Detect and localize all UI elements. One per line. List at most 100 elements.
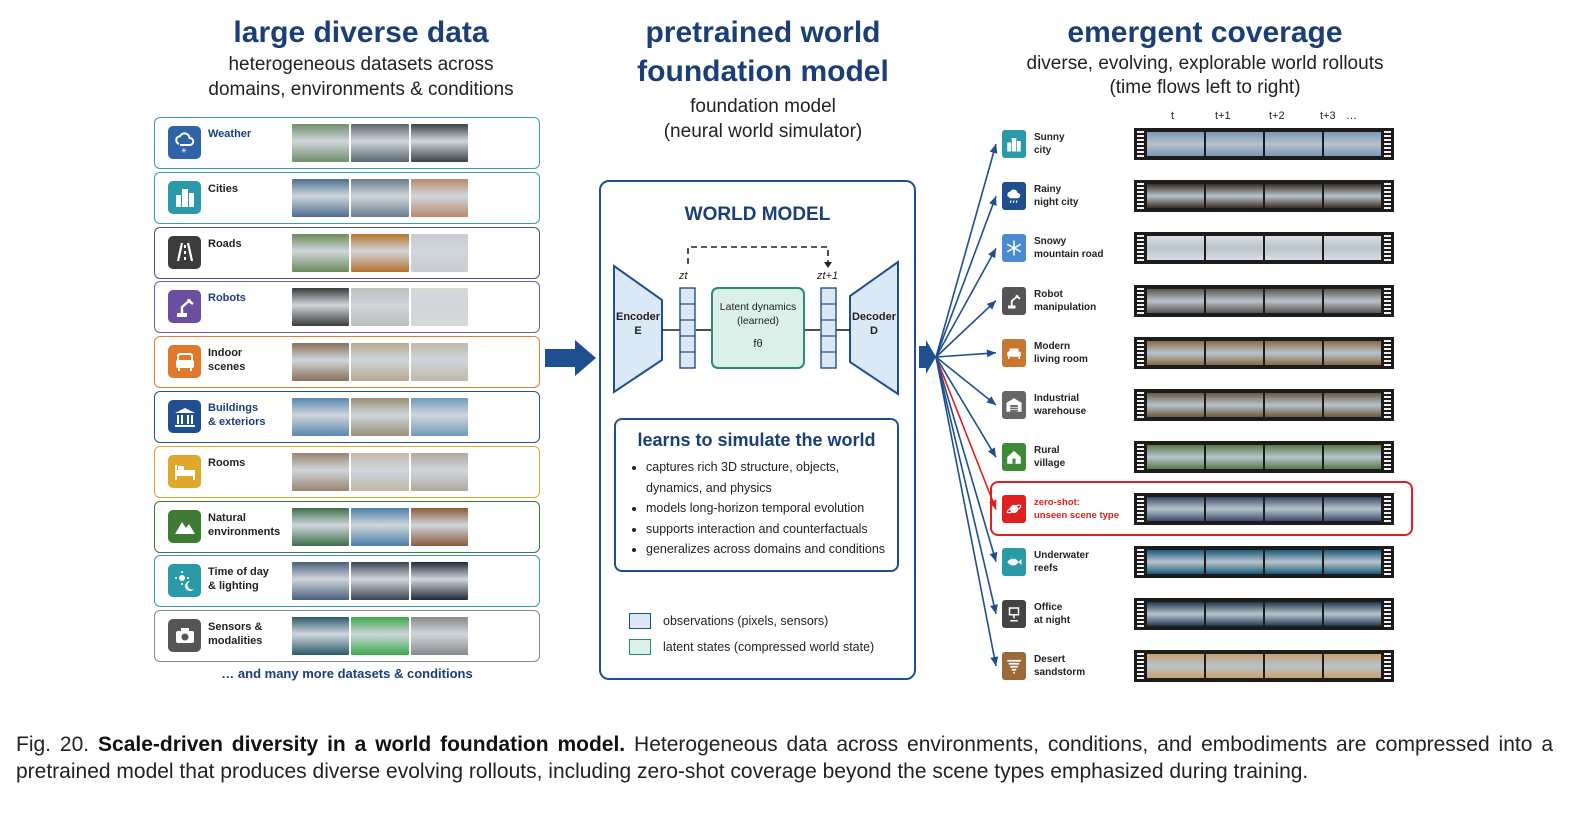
figure-caption: Fig. 20. Scale-driven diversity in a wor… [16,731,1553,785]
zero-shot-highlight [990,481,1413,536]
bed-icon [168,454,201,488]
rollout-arrowhead [986,349,996,358]
rollout-frame [1206,549,1263,574]
rollout-frame [1206,288,1263,313]
rollout-frame [1265,497,1322,522]
rollout-fan-arrows [935,143,999,667]
mountain-icon [168,509,201,543]
dataset-thumbnail [410,507,468,546]
output-arrow [919,340,936,374]
dataset-thumbnail [292,124,350,162]
model-architecture [613,246,899,396]
svg-text:✳: ✳ [181,147,187,155]
latent-stack-zt1 [820,287,837,369]
rollout-frame [1265,132,1322,156]
left-header: large diverse data heterogeneous dataset… [154,13,568,102]
dataset-thumbnails [292,452,468,491]
rollout-frame [1147,288,1204,313]
robot-arm-icon [168,290,201,324]
robot-arm-icon-glyph [176,298,194,317]
snowflake-icon [1002,234,1026,263]
dataset-thumbnail [351,562,409,601]
rollout-filmstrip [1134,284,1394,317]
rollout-frame [1324,445,1381,470]
latent-dynamics-label-2: (learned) [736,315,780,327]
dataset-thumbnail [351,288,409,327]
time-label-t3: t+3 [1320,110,1336,122]
rollout-label: Industrial warehouse [1034,393,1087,417]
legend-latent-swatch [629,639,651,655]
rollout-frame [1147,549,1204,574]
dataset-thumbnail [410,617,468,656]
fish-icon-glyph [1007,558,1022,565]
office-icon [1002,599,1026,628]
left-subtitle-2: domains, environments & conditions [208,79,514,100]
dataset-label: Buildings & exteriors [208,402,266,428]
rollout-filmstrip [1134,650,1394,682]
rollout-arrow [935,356,997,406]
input-arrow [545,340,596,376]
dataset-row: ✳Weather [154,117,540,169]
rollout-arrow [935,195,997,358]
legend-observations: observations (pixels, sensors) [629,613,828,629]
left-title: large diverse data [233,16,489,49]
learns-item: models long-horizon temporal evolution [646,498,897,519]
dataset-row: Sensors & modalities [154,610,540,663]
house-icon [1002,443,1026,472]
rollout-frame [1147,393,1204,417]
legend-observations-swatch [629,613,651,629]
dataset-thumbnail [410,288,468,327]
time-label-ellipsis: … [1346,110,1357,122]
rollout-frame [1324,236,1381,261]
world-model-title: WORLD MODEL [684,204,831,225]
rollout-frame [1265,393,1322,417]
dataset-row: Natural environments [154,500,540,553]
rollout-frame [1206,497,1263,522]
dataset-thumbnails [292,507,468,546]
sofa-icon-glyph [1007,348,1021,359]
tornado-icon [1002,652,1026,680]
dataset-thumbnails [292,398,468,436]
office-icon-glyph [1008,607,1020,622]
dataset-row: Roads [154,226,540,279]
decoder-block [849,260,899,396]
dataset-thumbnail [410,562,468,601]
city-icon-glyph [175,189,194,208]
armchair-icon-glyph [175,352,194,371]
dataset-thumbnail [292,452,350,491]
rollout-frame [1147,601,1204,626]
learns-item: captures rich 3D structure, objects, [646,457,897,478]
dataset-thumbnails [292,288,468,327]
rollout-filmstrip [1134,389,1394,421]
rollout-filmstrip [1134,232,1394,265]
rollout-frame [1147,654,1204,678]
building-icon [168,400,201,433]
rollout-label: Rural village [1034,445,1066,470]
rollout-arrow [935,352,997,358]
left-subtitle-1: heterogeneous datasets across [228,54,494,75]
caption-text: Heterogeneous data across environments, … [16,733,1553,783]
learns-list: captures rich 3D structure, objects, dyn… [616,457,897,560]
dataset-thumbnail [292,398,350,436]
rollout-frame [1206,654,1263,678]
more-datasets-note: … and many more datasets & conditions [221,666,473,681]
rollout-frame [1206,393,1263,417]
dataset-thumbnail [410,233,468,272]
rollout-label: Modern living room [1034,340,1088,365]
dataset-row: Cities [154,171,540,224]
rollout-arrowhead [988,248,996,259]
rollout-arrow [935,248,997,358]
dataset-thumbnail [351,178,409,217]
dataset-thumbnail [292,178,350,217]
rollout-frame [1206,601,1263,626]
rollout-frame [1265,236,1322,261]
dataset-row: Robots [154,281,540,334]
rollout-frame [1147,445,1204,470]
dataset-label: Time of day & lighting [208,566,269,593]
dataset-label: Natural environments [208,511,281,538]
dataset-thumbnails [292,343,468,382]
rollout-filmstrip [1134,597,1394,630]
rollout-arrow [935,356,997,510]
rollout-frame [1147,132,1204,156]
middle-subtitle-1: foundation model [690,96,836,117]
